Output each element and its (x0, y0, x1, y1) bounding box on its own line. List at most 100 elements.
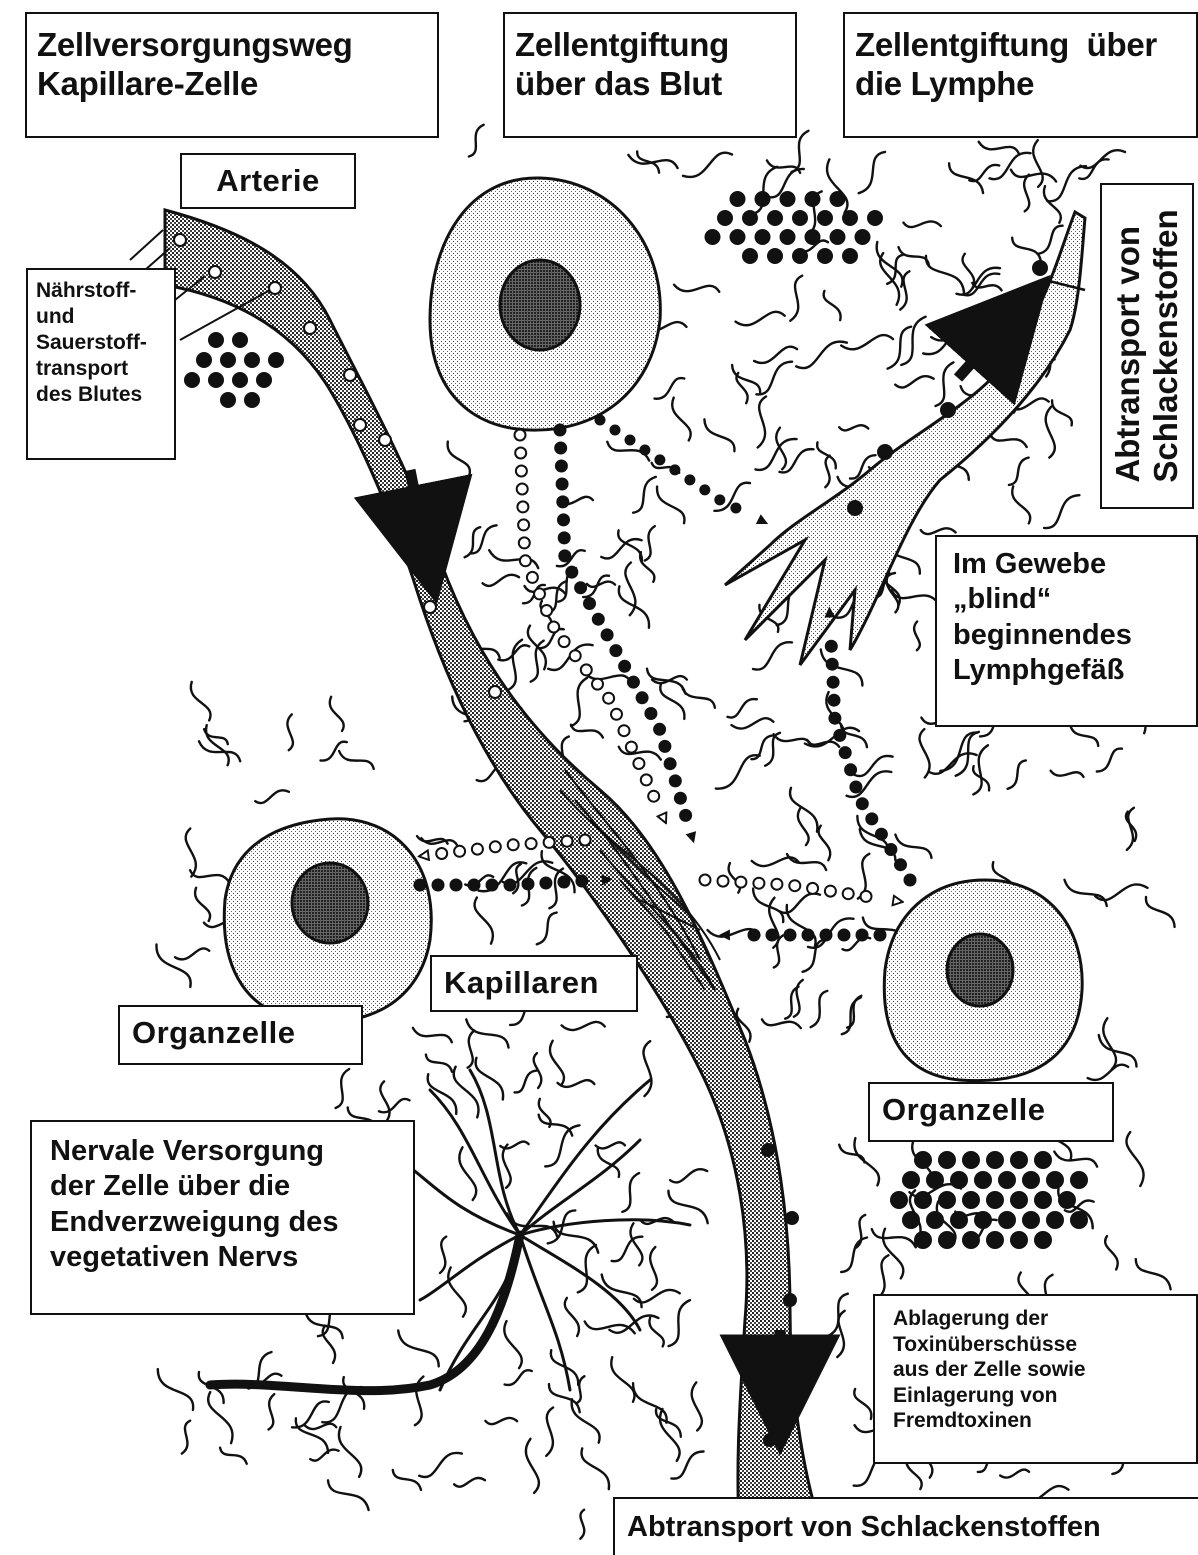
tissue-fiber (940, 732, 977, 771)
flow-dot (609, 644, 622, 657)
flow-dot (508, 839, 519, 850)
tissue-fiber (622, 1173, 639, 1212)
flow-dot (714, 494, 725, 505)
tissue-fiber (921, 528, 956, 534)
tissue-fiber (580, 1510, 584, 1539)
tissue-fiber (413, 1028, 452, 1042)
flow-dot (833, 729, 846, 742)
tissue-fiber (660, 1409, 680, 1461)
label-organzelle-right-text: Organzelle (882, 1092, 1046, 1127)
deposit-dot (950, 1171, 968, 1189)
flow-dot (557, 876, 570, 889)
deposit-dot (962, 1151, 980, 1169)
tissue-fiber (1038, 226, 1063, 254)
tissue-fiber (756, 362, 792, 395)
tissue-fiber (780, 449, 814, 472)
nervale-line-1: Nervale Versorgung (50, 1134, 395, 1169)
tissue-fiber (758, 397, 766, 448)
tissue-fiber (674, 285, 719, 292)
flow-arrowhead (890, 900, 898, 901)
tissue-fiber (220, 1448, 247, 1464)
tissue-fiber (827, 1294, 847, 1336)
deposit-dot (867, 210, 883, 226)
tissue-fiber (182, 1421, 190, 1454)
tissue-fiber (655, 378, 685, 399)
tissue-fiber (926, 256, 964, 293)
deposit-dot (1034, 1191, 1052, 1209)
tissue-fiber (1024, 175, 1029, 212)
deposit-dot (767, 248, 783, 264)
flow-dot (664, 757, 677, 770)
naehrstoff-line-2: und (36, 304, 166, 330)
flow-dot (454, 846, 465, 857)
tissue-fiber (587, 582, 615, 587)
deposit-dot (705, 229, 721, 245)
tissue-fiber (650, 1247, 657, 1290)
tissue-fiber (305, 1424, 336, 1429)
tissue-fiber (156, 945, 190, 987)
flow-dot (669, 774, 682, 787)
header-blut-line-1: Zellentgiftung (515, 26, 785, 65)
tissue-fiber (854, 756, 892, 776)
tissue-fiber (195, 888, 210, 921)
deposit-dot (767, 210, 783, 226)
tissue-fiber (1065, 880, 1107, 906)
tissue-fiber (1070, 725, 1098, 746)
tissue-fiber (474, 898, 492, 944)
flow-dot (784, 929, 797, 942)
flow-dot (555, 460, 568, 473)
flow-dot (601, 628, 614, 641)
tissue-fiber (1011, 170, 1056, 182)
tissue-fiber (323, 1326, 335, 1363)
tissue-fiber (732, 718, 774, 728)
tissue-fiber (1051, 771, 1084, 777)
tissue-fiber (796, 342, 847, 368)
label-nervale: Nervale Versorgung der Zelle über die En… (30, 1120, 415, 1315)
flow-dot (592, 679, 603, 690)
flow-dot (468, 879, 481, 892)
deposit-dot (1070, 1211, 1088, 1229)
tissue-fiber (1079, 159, 1108, 179)
naehrstoff-line-1: Nährstoff- (36, 278, 166, 304)
flow-dot (849, 781, 862, 794)
tissue-fiber (751, 167, 777, 215)
tissue-fiber (199, 741, 240, 761)
deposit-dot (974, 1171, 992, 1189)
tissue-fiber (671, 1451, 703, 1478)
flow-dot (565, 566, 578, 579)
tissue-fiber (526, 1439, 539, 1493)
tissue-fiber (1146, 897, 1175, 927)
tissue-fiber (292, 1401, 329, 1427)
tissue-fiber (668, 1191, 707, 1224)
deposit-dot (986, 1151, 1004, 1169)
deposit-dot (914, 1191, 932, 1209)
flow-dot (570, 650, 581, 661)
flow-dot (527, 572, 538, 583)
deposit-dot (220, 392, 236, 408)
tissue-fiber (190, 870, 229, 883)
deposit-dot (1070, 1171, 1088, 1189)
lymphgefaess-line-2: „blind“ (953, 582, 1180, 617)
deposit-dot (817, 210, 833, 226)
tissue-fiber (628, 155, 677, 168)
tissue-fiber (504, 1321, 522, 1368)
flow-dot (735, 877, 746, 888)
tissue-fiber (310, 1450, 338, 1461)
flow-arrowhead (660, 810, 664, 819)
flow-dot (539, 877, 552, 890)
tissue-fiber (1126, 1132, 1143, 1186)
tissue-fiber (1009, 458, 1029, 485)
tissue-fiber (572, 1399, 600, 1442)
flow-dot (641, 774, 652, 785)
flow-dot (519, 537, 530, 548)
deposit-dot (792, 248, 808, 264)
flow-dot (504, 879, 517, 892)
deposit-dot (817, 248, 833, 264)
flow-dot (574, 581, 587, 594)
tissue-fiber (753, 889, 783, 923)
tissue-fiber (1052, 400, 1072, 425)
flow-dot (748, 929, 761, 942)
abtransport-vertical-line-1: Abtransport von (1109, 209, 1147, 482)
header-zellversorgung-line-1: Zellversorgungsweg (37, 26, 427, 65)
tissue-fiber (895, 835, 931, 858)
